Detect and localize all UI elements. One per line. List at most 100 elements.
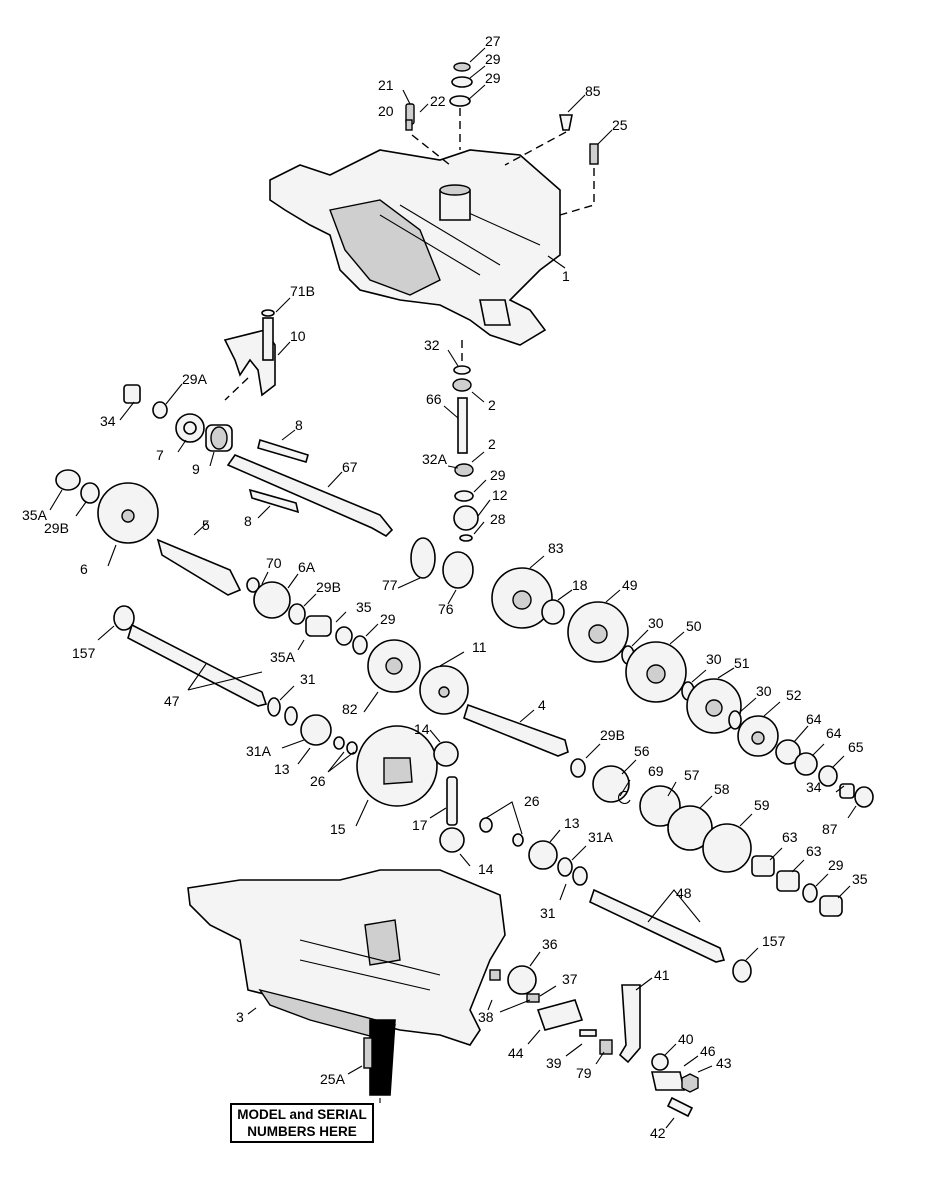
label-48: 48 [676, 885, 692, 901]
label-39: 39 [546, 1055, 562, 1071]
label-64-b: 64 [826, 725, 842, 741]
label-38: 38 [478, 1009, 494, 1025]
label-31-left: 31 [300, 671, 316, 687]
label-49: 49 [622, 577, 638, 593]
label-25A: 25A [320, 1071, 346, 1087]
note-line-2: NUMBERS HERE [247, 1124, 357, 1139]
label-28: 28 [490, 511, 506, 527]
label-37: 37 [562, 971, 578, 987]
label-35-right: 35 [852, 871, 868, 887]
label-83: 83 [548, 540, 564, 556]
label-66: 66 [426, 391, 442, 407]
label-36: 36 [542, 936, 558, 952]
part-labels: 27 29 29 21 22 20 85 25 1 71B 10 29A 34 … [22, 33, 868, 1141]
label-6: 6 [80, 561, 88, 577]
label-29A: 29A [182, 371, 208, 387]
label-65: 65 [848, 739, 864, 755]
label-13-left: 13 [274, 761, 290, 777]
label-30-c: 30 [756, 683, 772, 699]
note-line-1: MODEL and SERIAL [237, 1107, 367, 1122]
label-13-right: 13 [564, 815, 580, 831]
label-50: 50 [686, 618, 702, 634]
label-8-top: 8 [295, 417, 303, 433]
label-85: 85 [585, 83, 601, 99]
shift-fork [223, 309, 276, 401]
label-31A-right: 31A [588, 829, 614, 845]
label-32: 32 [424, 337, 440, 353]
label-46: 46 [700, 1043, 716, 1059]
label-18: 18 [572, 577, 588, 593]
label-1: 1 [562, 268, 570, 284]
label-63-a: 63 [782, 829, 798, 845]
lower-housing [187, 869, 506, 1096]
label-4: 4 [538, 697, 546, 713]
label-29-center: 29 [490, 467, 506, 483]
label-40: 40 [678, 1031, 694, 1047]
label-29-second: 29 [485, 70, 501, 86]
label-157-right: 157 [762, 933, 786, 949]
label-56: 56 [634, 743, 650, 759]
label-35A-mid: 35A [270, 649, 296, 665]
label-29-top: 29 [485, 51, 501, 67]
label-14-top: 14 [414, 721, 430, 737]
center-stack [410, 340, 479, 589]
label-77: 77 [382, 577, 398, 593]
label-7: 7 [156, 447, 164, 463]
label-63-b: 63 [806, 843, 822, 859]
label-25: 25 [612, 117, 628, 133]
label-76: 76 [438, 601, 454, 617]
label-30-b: 30 [706, 651, 722, 667]
label-52: 52 [786, 687, 802, 703]
brake-linkage [363, 965, 699, 1118]
label-3: 3 [236, 1009, 244, 1025]
label-21: 21 [378, 77, 394, 93]
label-12: 12 [492, 487, 508, 503]
label-26-left: 26 [310, 773, 326, 789]
label-64-a: 64 [806, 711, 822, 727]
label-157-left: 157 [72, 645, 96, 661]
label-67: 67 [342, 459, 358, 475]
top-fasteners [405, 62, 599, 216]
label-29B-right: 29B [600, 727, 625, 743]
middle-group [246, 577, 569, 757]
label-2-upper: 2 [488, 397, 496, 413]
label-6A: 6A [298, 559, 316, 575]
label-29-mid: 29 [380, 611, 396, 627]
label-43: 43 [716, 1055, 732, 1071]
label-57: 57 [684, 767, 700, 783]
label-32A: 32A [422, 451, 448, 467]
label-41: 41 [654, 967, 670, 983]
label-47: 47 [164, 693, 180, 709]
label-35A-left: 35A [22, 507, 48, 523]
label-30-a: 30 [648, 615, 664, 631]
left-shaft-group [55, 384, 394, 596]
label-14-bottom: 14 [478, 861, 494, 877]
label-20: 20 [378, 103, 394, 119]
model-serial-note: MODEL and SERIAL NUMBERS HERE [230, 1103, 374, 1143]
label-5: 5 [202, 517, 210, 533]
axle-left [113, 605, 438, 807]
right-gear-stack [491, 567, 874, 808]
label-9: 9 [192, 461, 200, 477]
leader-lines [49, 47, 857, 1129]
label-10: 10 [290, 328, 306, 344]
label-26-right: 26 [524, 793, 540, 809]
label-82: 82 [342, 701, 358, 717]
label-69: 69 [648, 763, 664, 779]
label-29-right: 29 [828, 857, 844, 873]
label-35-mid: 35 [356, 599, 372, 615]
label-51: 51 [734, 655, 750, 671]
label-29B-left: 29B [44, 520, 69, 536]
label-15: 15 [330, 821, 346, 837]
label-70: 70 [266, 555, 282, 571]
label-87: 87 [822, 821, 838, 837]
label-42: 42 [650, 1125, 666, 1141]
label-11: 11 [472, 639, 487, 655]
label-59: 59 [754, 797, 770, 813]
label-2-lower: 2 [488, 436, 496, 452]
label-8-bottom: 8 [244, 513, 252, 529]
label-29B-mid: 29B [316, 579, 341, 595]
label-44: 44 [508, 1045, 524, 1061]
label-79: 79 [576, 1065, 592, 1081]
